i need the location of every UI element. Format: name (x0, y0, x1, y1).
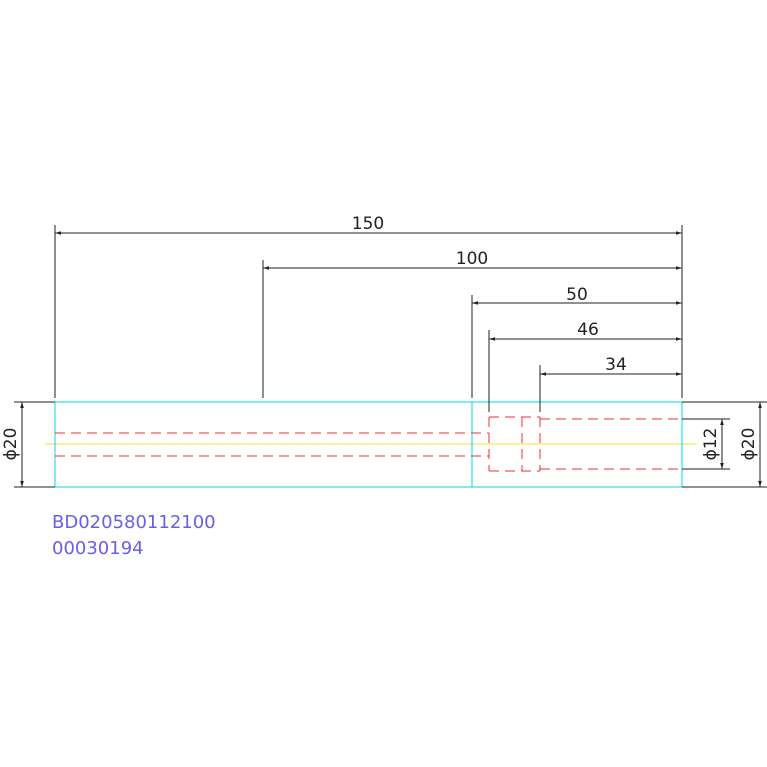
part-number: 00030194 (52, 538, 144, 559)
dimension-lines (20, 231, 762, 487)
part-code: BD020580112100 (52, 512, 216, 533)
dim-length-total: 150 (352, 214, 384, 234)
drawing-background (0, 215, 767, 560)
dim-length-100: 100 (456, 249, 488, 269)
hidden-bore (55, 416, 682, 472)
dim-length-50: 50 (566, 285, 588, 305)
dim-diameter-right: ϕ20 (739, 428, 759, 461)
part-outline (54, 401, 683, 488)
dim-length-34: 34 (605, 355, 627, 375)
dim-length-46: 46 (577, 320, 599, 340)
dim-diameter-inner: ϕ12 (701, 428, 721, 461)
dim-diameter-left: ϕ20 (1, 428, 21, 461)
